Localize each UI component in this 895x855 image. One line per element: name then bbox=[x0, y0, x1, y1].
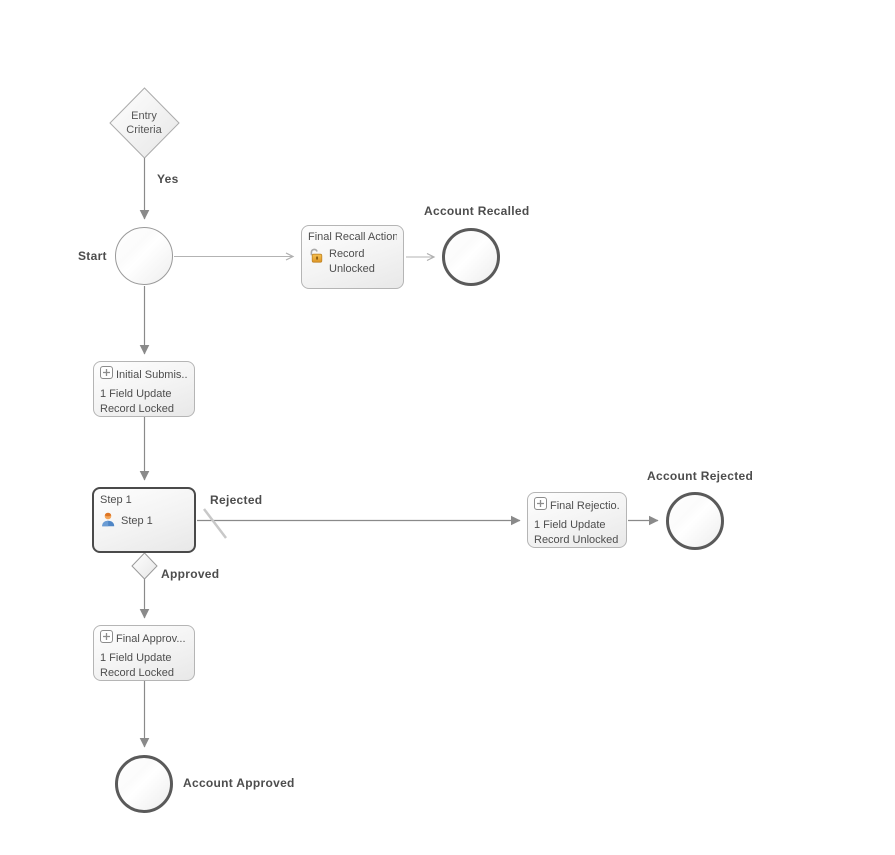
expand-plus-icon[interactable] bbox=[534, 497, 547, 515]
start-label: Start bbox=[78, 249, 107, 263]
connector-yes-label: Yes bbox=[157, 172, 179, 186]
step1-assignee: Step 1 bbox=[121, 515, 153, 527]
account-rejected-circle[interactable] bbox=[666, 492, 724, 550]
account-recalled-circle[interactable] bbox=[442, 228, 500, 286]
final-recall-action-text: Record Unlocked bbox=[329, 248, 375, 275]
entry-criteria-label: Entry Criteria bbox=[126, 110, 162, 136]
final-rejection-line2: Record Unlocked bbox=[534, 534, 619, 546]
connector-rejected-label: Rejected bbox=[210, 493, 263, 507]
final-approval-node[interactable]: Final Approv... 1 Field Update Record Lo… bbox=[93, 625, 195, 681]
user-icon bbox=[100, 511, 117, 531]
approved-gateway-diamond bbox=[131, 552, 158, 580]
initial-submission-line2: Record Locked bbox=[100, 403, 174, 415]
account-approved-label: Account Approved bbox=[183, 776, 295, 790]
final-approval-title: Final Approv... bbox=[116, 632, 186, 645]
connector-approved-label: Approved bbox=[161, 567, 220, 581]
final-approval-line1: 1 Field Update bbox=[100, 652, 172, 664]
initial-submission-node[interactable]: Initial Submis... 1 Field Update Record … bbox=[93, 361, 195, 417]
final-recall-title: Final Recall Action bbox=[308, 231, 397, 243]
expand-plus-icon[interactable] bbox=[100, 630, 113, 648]
final-rejection-title: Final Rejectio... bbox=[550, 499, 620, 512]
account-approved-circle[interactable] bbox=[115, 755, 173, 813]
initial-submission-title: Initial Submis... bbox=[116, 368, 188, 381]
final-rejection-line1: 1 Field Update bbox=[534, 519, 606, 531]
step1-node[interactable]: Step 1 Step 1 bbox=[92, 487, 196, 553]
start-node-circle[interactable] bbox=[115, 227, 173, 285]
final-rejection-node[interactable]: Final Rejectio... 1 Field Update Record … bbox=[527, 492, 627, 548]
expand-plus-icon[interactable] bbox=[100, 366, 113, 384]
rejected-slash-mark bbox=[203, 508, 227, 539]
initial-submission-line1: 1 Field Update bbox=[100, 388, 172, 400]
unlock-icon bbox=[308, 247, 325, 267]
final-approval-line2: Record Locked bbox=[100, 667, 174, 679]
step1-title: Step 1 bbox=[100, 494, 132, 506]
account-recalled-label: Account Recalled bbox=[424, 204, 530, 218]
final-recall-action-node[interactable]: Final Recall Action Record Unlocked bbox=[301, 225, 404, 289]
account-rejected-label: Account Rejected bbox=[647, 469, 754, 483]
